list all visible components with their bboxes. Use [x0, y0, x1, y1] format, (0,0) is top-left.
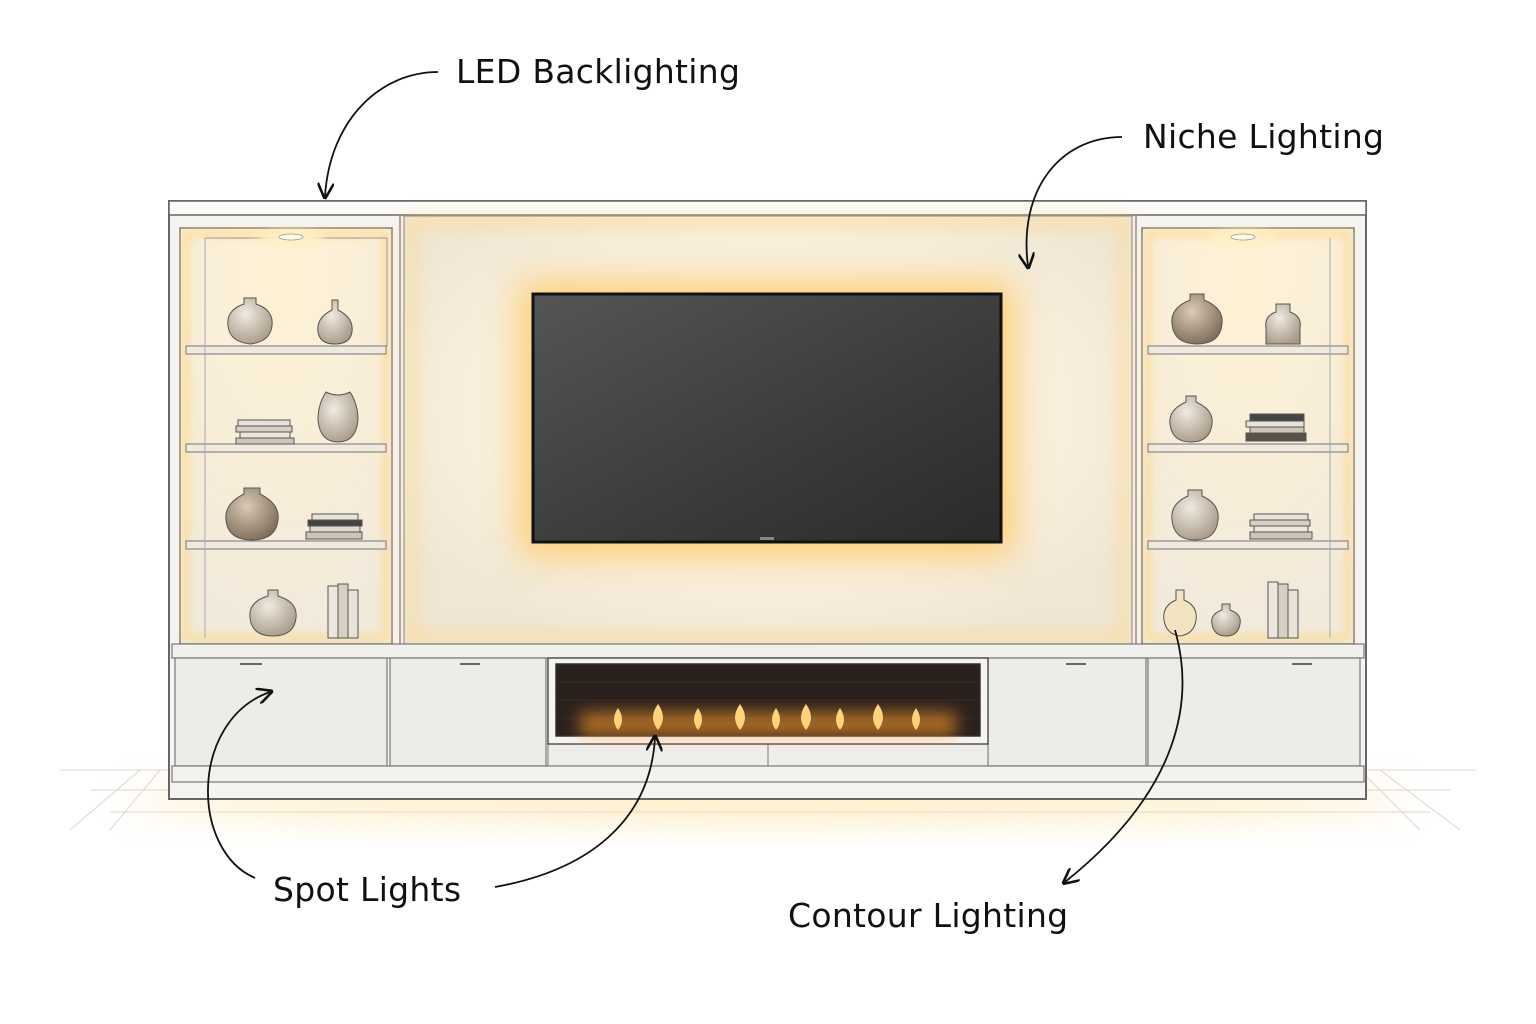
flames [614, 704, 920, 730]
label-contour-lighting: Contour Lighting [788, 896, 1069, 935]
label-spot-lights: Spot Lights [273, 870, 462, 909]
tv [531, 292, 1003, 544]
arrow-contour-lighting [1065, 629, 1184, 882]
fireplace [547, 657, 989, 745]
label-led-backlighting: LED Backlighting [456, 52, 741, 91]
shelf-decor-right [1163, 293, 1313, 639]
spot-light [257, 230, 1277, 246]
arrow-led-backlighting [325, 71, 439, 196]
arrow-spot-lights-cabinet [207, 692, 270, 879]
shelf-decor-left [225, 297, 363, 639]
arrow-niche-lighting [1027, 136, 1123, 266]
lower-cabinets [171, 643, 1365, 783]
arrow-spot-lights-fireplace [494, 738, 655, 888]
annotation-arrows [207, 71, 1184, 888]
label-niche-lighting: Niche Lighting [1143, 117, 1385, 156]
